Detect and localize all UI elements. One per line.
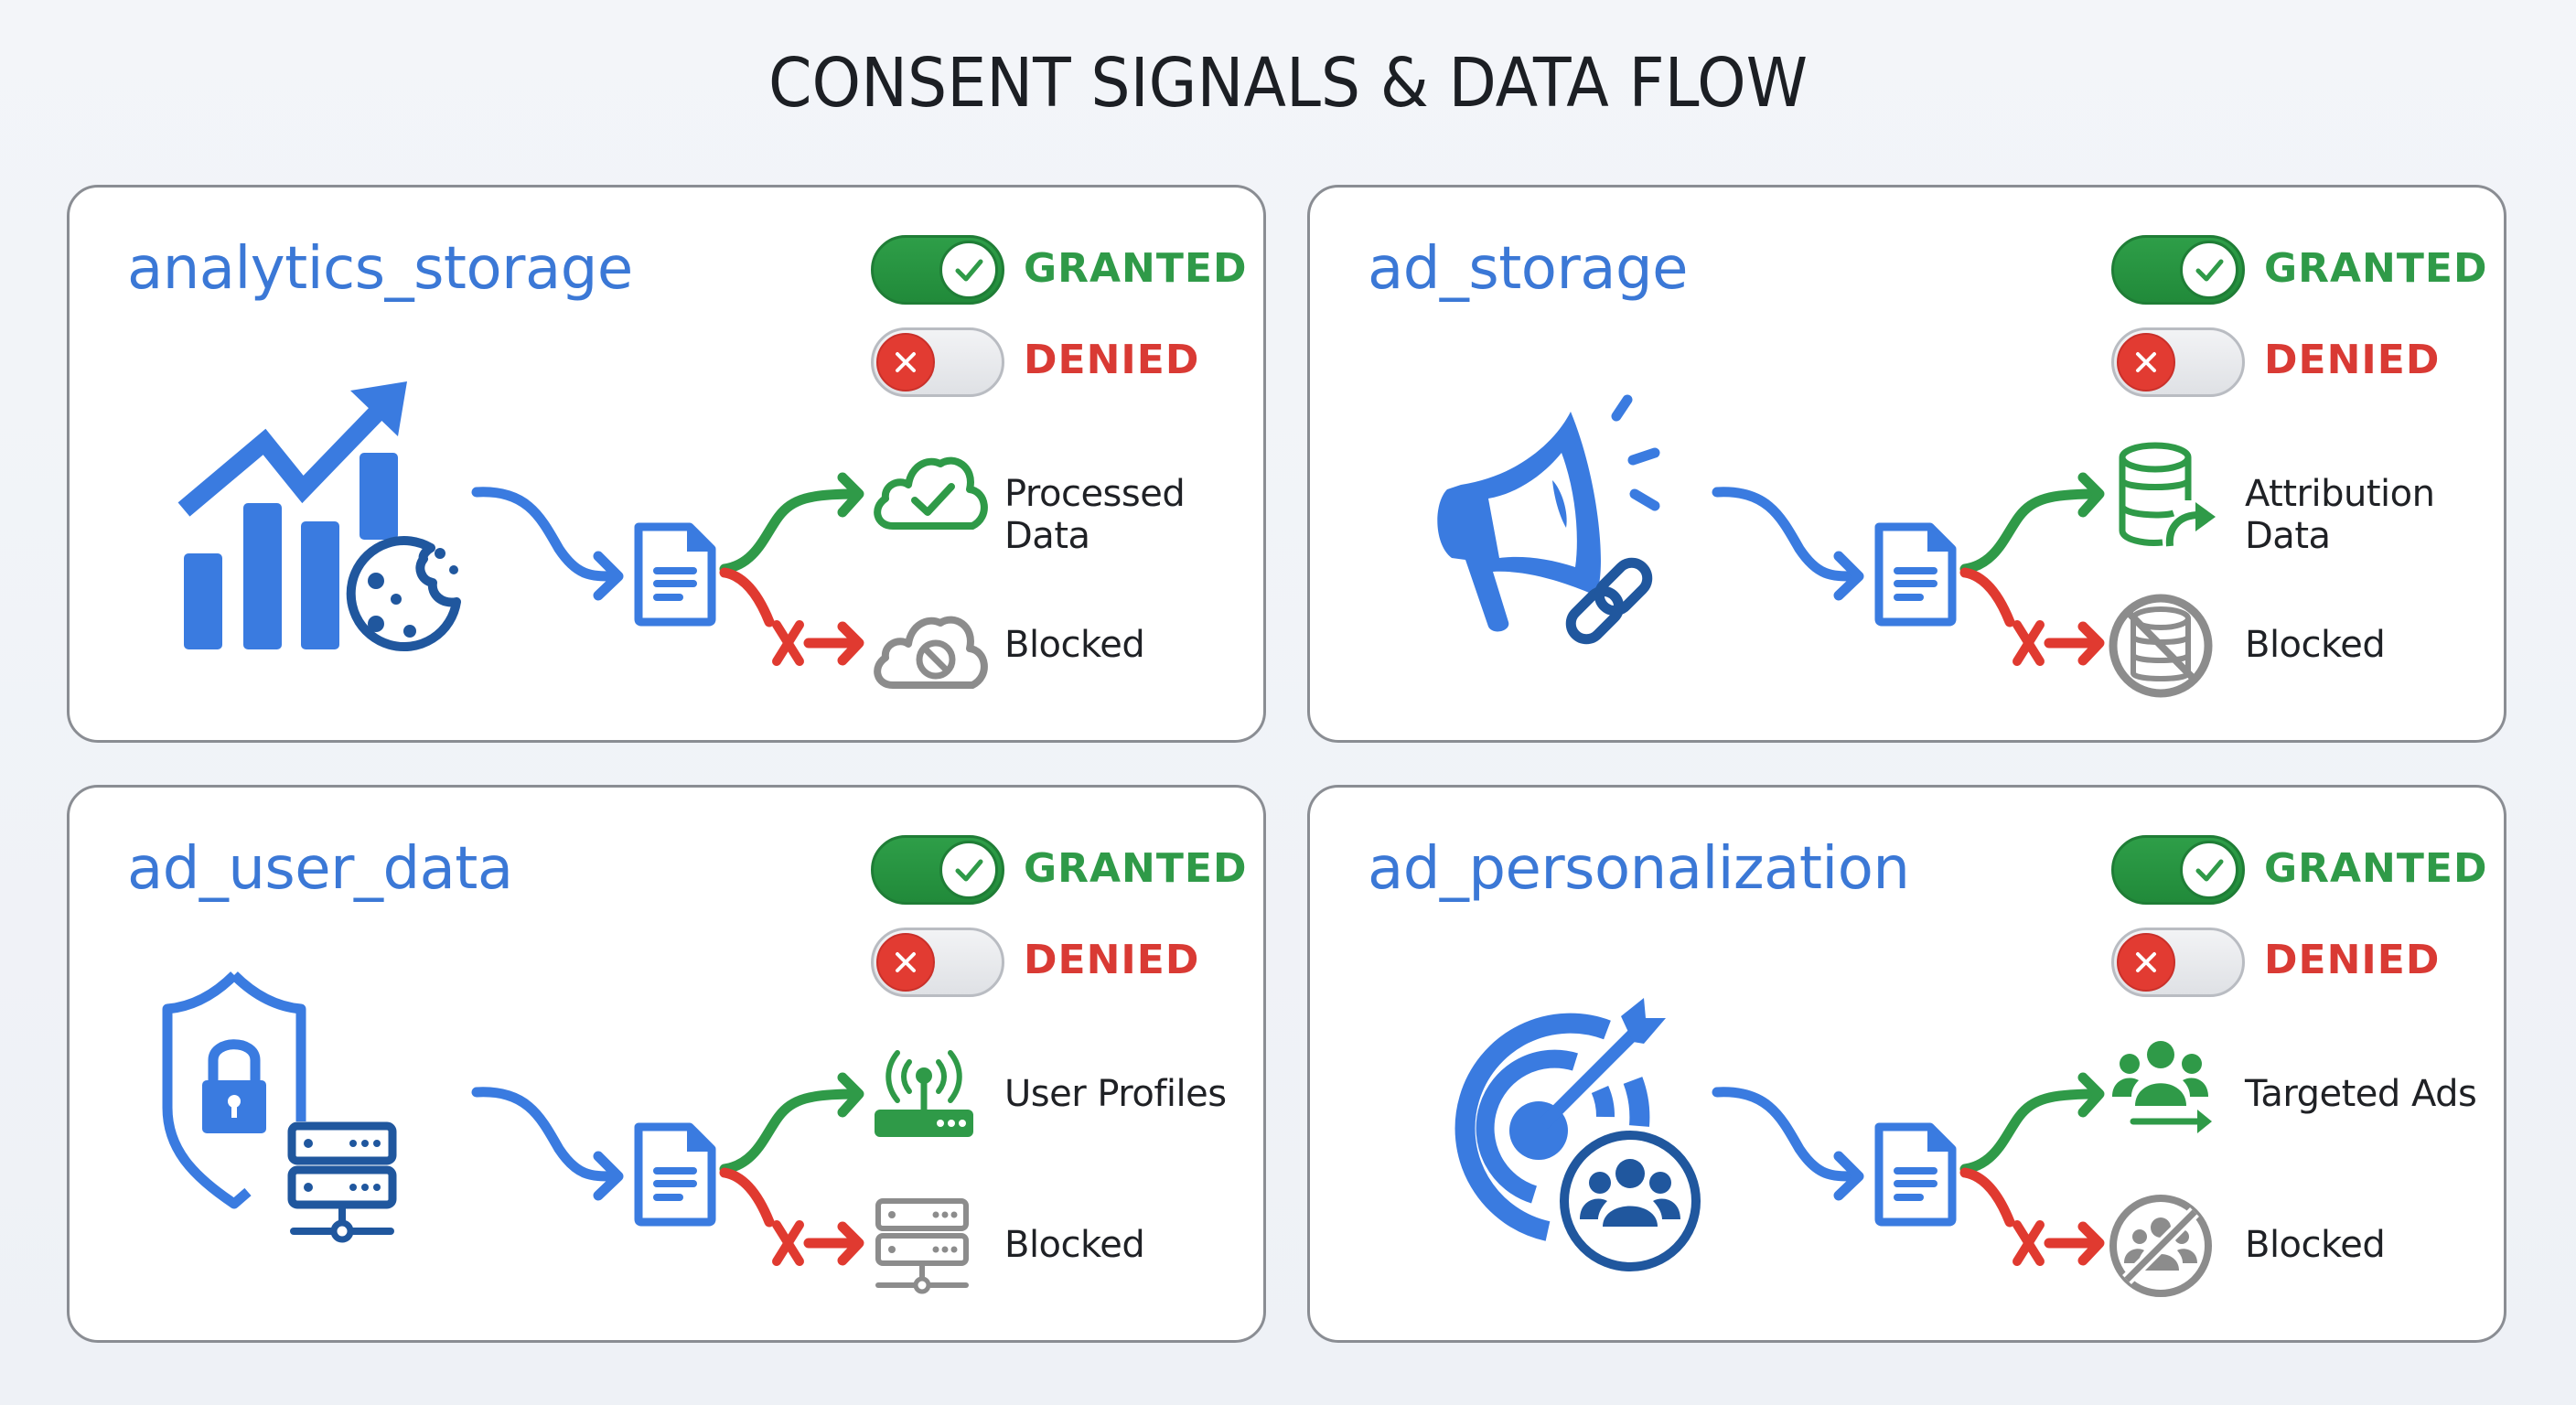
granted-label: GRANTED (2264, 845, 2488, 892)
denied-label: DENIED (1024, 937, 1200, 983)
denied-toggle[interactable] (871, 928, 1004, 997)
x-icon (876, 333, 935, 391)
x-icon (876, 933, 935, 992)
shield-lock-server-icon (162, 971, 397, 1243)
server-blocked-icon (875, 1198, 969, 1294)
consent-card-analytics-storage: analytics_storage GRANTED DENIED Process… (67, 185, 1266, 743)
granted-toggle[interactable] (871, 835, 1004, 905)
granted-toggle[interactable] (2111, 835, 2245, 905)
group-blocked-icon (2109, 1195, 2212, 1297)
cloud-check-icon (874, 456, 988, 530)
granted-result-label: Targeted Ads (2245, 1073, 2477, 1115)
granted-result-label: User Profiles (1004, 1073, 1227, 1115)
database-share-icon (2119, 442, 2216, 547)
data-flow-diagram (1703, 462, 2124, 700)
data-flow-diagram (1703, 1062, 2124, 1300)
check-icon (2180, 241, 2238, 299)
denied-label: DENIED (1024, 337, 1200, 383)
denied-toggle[interactable] (2111, 327, 2245, 397)
check-icon (939, 241, 998, 299)
blocked-result-label: Blocked (2245, 624, 2386, 666)
target-audience-icon (1454, 998, 1701, 1271)
granted-label: GRANTED (1024, 245, 1248, 292)
x-icon (2117, 933, 2175, 992)
chart-cookie-icon (177, 381, 466, 664)
card-title: ad_user_data (127, 835, 513, 903)
check-icon (939, 841, 998, 899)
card-title: ad_storage (1368, 235, 1688, 303)
denied-label: DENIED (2264, 937, 2441, 983)
granted-result-label: Attribution Data (2245, 473, 2435, 557)
granted-toggle[interactable] (2111, 235, 2245, 305)
database-blocked-icon (2109, 594, 2213, 698)
data-flow-diagram (463, 462, 884, 700)
cloud-blocked-icon (874, 616, 988, 689)
group-arrow-icon (2112, 1041, 2212, 1133)
page-title: CONSENT SIGNALS & DATA FLOW (767, 44, 1809, 123)
blocked-result-label: Blocked (1004, 1224, 1145, 1266)
blocked-result-label: Blocked (1004, 624, 1145, 666)
denied-label: DENIED (2264, 337, 2441, 383)
granted-label: GRANTED (1024, 845, 1248, 892)
denied-toggle[interactable] (871, 327, 1004, 397)
megaphone-link-icon (1437, 394, 1660, 645)
consent-card-ad-personalization: ad_personalization GRANTED DENIED (1307, 785, 2506, 1343)
denied-toggle[interactable] (2111, 928, 2245, 997)
granted-label: GRANTED (2264, 245, 2488, 292)
consent-card-ad-user-data: ad_user_data GRANTED DENIED (67, 785, 1266, 1343)
blocked-result-label: Blocked (2245, 1224, 2386, 1266)
granted-toggle[interactable] (871, 235, 1004, 305)
card-title: analytics_storage (127, 235, 633, 303)
router-icon (875, 1050, 973, 1137)
data-flow-diagram (463, 1062, 884, 1300)
x-icon (2117, 333, 2175, 391)
granted-result-label: Processed Data (1004, 473, 1186, 557)
check-icon (2180, 841, 2238, 899)
card-title: ad_personalization (1368, 835, 1910, 903)
consent-card-ad-storage: ad_storage GRANTED DENIED Attribu (1307, 185, 2506, 743)
